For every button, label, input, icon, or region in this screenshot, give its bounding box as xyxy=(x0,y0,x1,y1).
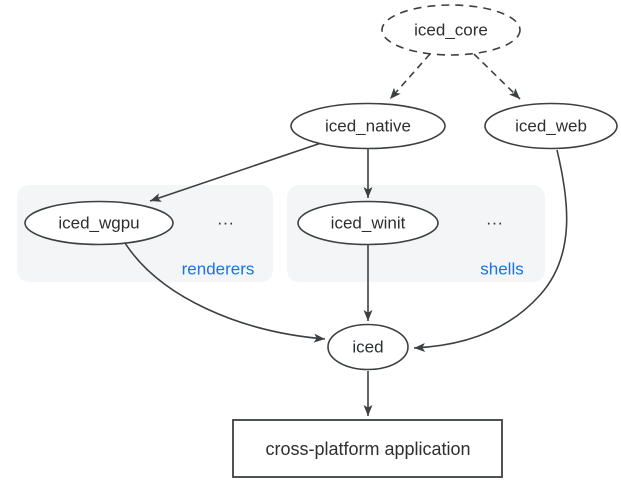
iced-node xyxy=(327,323,409,371)
shells-group-label: shells xyxy=(480,259,524,279)
iced-native-node xyxy=(290,102,446,150)
edge-iced-web-to-iced xyxy=(413,149,568,353)
edge-iced-core-to-iced-web xyxy=(473,53,521,100)
edge-iced-core-to-iced-native xyxy=(389,53,431,100)
application-label: cross-platform application xyxy=(265,439,471,459)
iced-wgpu-node xyxy=(24,200,174,246)
iced-web-node xyxy=(484,102,618,150)
renderers-group-label: renderers xyxy=(181,259,255,279)
renderers-ellipsis: ... xyxy=(217,209,235,229)
iced-wgpu-label: iced_wgpu xyxy=(58,213,140,233)
application-node xyxy=(232,419,503,478)
shells-ellipsis: ... xyxy=(486,209,504,229)
iced-core-label: iced_core xyxy=(414,20,488,40)
edge-iced-native-to-iced-wgpu xyxy=(149,139,331,202)
iced-label: iced xyxy=(352,337,384,357)
iced-web-label: iced_web xyxy=(515,116,587,136)
edge-iced-wgpu-to-iced xyxy=(124,242,326,343)
iced-native-label: iced_native xyxy=(324,116,412,136)
iced-core-node xyxy=(381,4,521,56)
iced-winit-node xyxy=(297,200,439,246)
iced-winit-label: iced_winit xyxy=(330,213,406,233)
